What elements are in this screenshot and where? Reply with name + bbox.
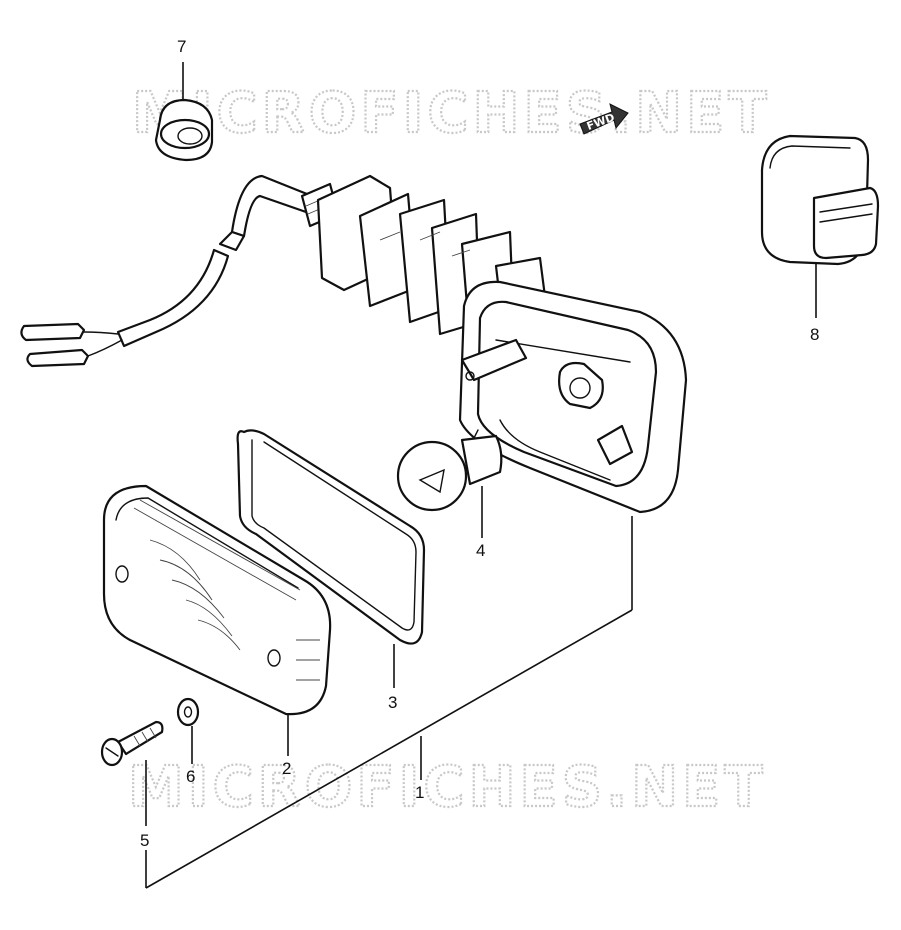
part-6-washer <box>176 697 200 727</box>
watermark-bottom: MICROFICHES.NET <box>128 755 767 820</box>
callout-8: 8 <box>810 325 819 344</box>
wiring-harness <box>20 174 340 368</box>
callout-7: 7 <box>177 37 186 56</box>
part-3-gasket <box>236 429 426 645</box>
lamp-housing <box>458 280 688 514</box>
callout-3: 3 <box>388 693 397 712</box>
watermark-top: MICROFICHES.NET <box>132 81 771 146</box>
part-5-screw <box>100 720 164 767</box>
leader-lines <box>145 62 817 889</box>
part-7-sleeve <box>154 98 214 162</box>
callout-5: 5 <box>140 831 149 850</box>
callout-2: 2 <box>282 759 291 778</box>
callout-4: 4 <box>476 541 485 560</box>
part-8-cover <box>760 134 880 266</box>
callout-6: 6 <box>186 767 195 786</box>
part-2-lens <box>102 484 332 716</box>
part-4-bulb <box>396 429 503 512</box>
callout-1: 1 <box>415 783 424 802</box>
